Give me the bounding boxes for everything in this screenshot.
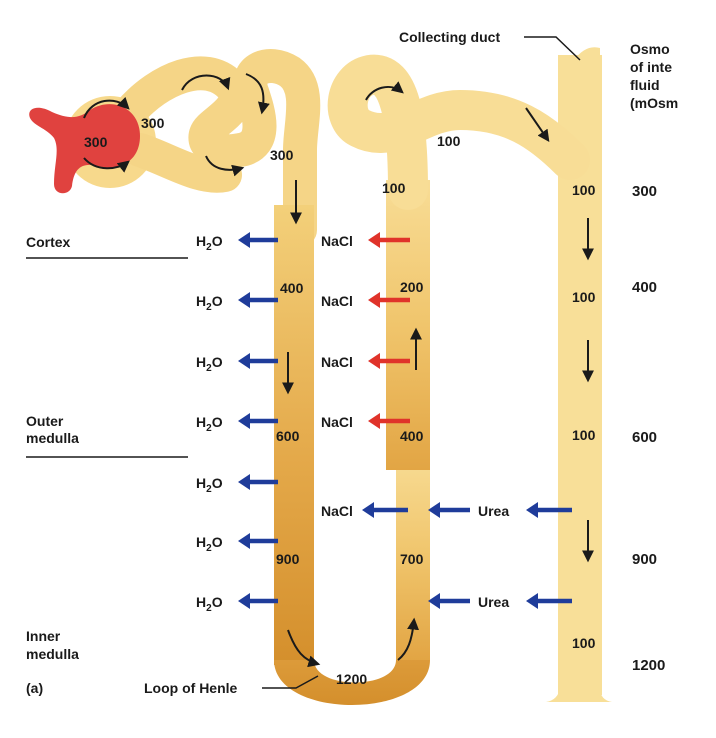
- inner-medulla-label-1: Inner: [26, 628, 61, 644]
- osmolarity-title-3: fluid: [630, 77, 660, 93]
- nacl-label: NaCl: [321, 414, 353, 430]
- interstitial-scale: 300 400 600 900 1200: [632, 183, 665, 674]
- glomerulus-value: 300: [84, 134, 108, 150]
- ascending-400-value: 400: [400, 428, 424, 444]
- collecting-duct-callout: Collecting duct: [399, 29, 581, 61]
- urea-upper-label: Urea: [478, 503, 509, 519]
- descending-400-value: 400: [280, 280, 304, 296]
- osmolarity-header: Osmo of inte fluid (mOsm: [630, 41, 678, 111]
- flow-arrows: [83, 73, 594, 668]
- collecting-duct-label: Collecting duct: [399, 29, 500, 45]
- water-label: H2O: [196, 534, 223, 554]
- nacl-label: NaCl: [321, 233, 353, 249]
- water-outflow: H2O H2O H2O H2O H2O H2O H2O: [196, 232, 278, 614]
- osmolarity-title-4: (mOsm: [630, 95, 678, 111]
- panel-label: (a): [26, 680, 43, 696]
- nacl-arrow: NaCl: [321, 232, 410, 249]
- nacl-arrow: NaCl: [321, 353, 410, 370]
- descending-600-value: 600: [276, 428, 300, 444]
- collecting-duct-value-4: 100: [572, 635, 596, 651]
- scale-value-300: 300: [632, 183, 657, 200]
- loop-bottom-value: 1200: [336, 671, 367, 687]
- outer-medulla-label-2: medulla: [26, 430, 79, 446]
- water-arrow: H2O: [196, 353, 278, 374]
- water-label: H2O: [196, 233, 223, 253]
- nacl-arrow: NaCl: [321, 413, 410, 430]
- scale-value-900: 900: [632, 551, 657, 568]
- cortex-label: Cortex: [26, 234, 71, 250]
- water-arrow: H2O: [196, 292, 278, 313]
- collecting-duct-value-1: 100: [572, 182, 596, 198]
- scale-value-600: 600: [632, 429, 657, 446]
- water-arrow: H2O: [196, 533, 278, 554]
- water-arrow: H2O: [196, 474, 278, 495]
- distal-top-value: 100: [437, 133, 461, 149]
- water-label: H2O: [196, 475, 223, 495]
- water-label: H2O: [196, 594, 223, 614]
- descending-900-value: 900: [276, 551, 300, 567]
- proximal-value: 300: [270, 147, 294, 163]
- ascending-700-value: 700: [400, 551, 424, 567]
- osmolarity-title-1: Osmo: [630, 41, 670, 57]
- urea-lower-label: Urea: [478, 594, 509, 610]
- loop-of-henle-callout: Loop of Henle: [144, 675, 319, 696]
- collecting-duct-value-3: 100: [572, 427, 596, 443]
- ascending-top-value: 100: [382, 180, 406, 196]
- ascending-200-value: 200: [400, 279, 424, 295]
- water-label: H2O: [196, 354, 223, 374]
- scale-value-400: 400: [632, 279, 657, 296]
- water-arrow: H2O: [196, 593, 278, 614]
- glomerulus: 300: [29, 104, 140, 194]
- nacl-label: NaCl: [321, 293, 353, 309]
- collecting-duct-value-2: 100: [572, 289, 596, 305]
- loop-of-henle-label: Loop of Henle: [144, 680, 238, 696]
- nacl-label: NaCl: [321, 354, 353, 370]
- bowman-value: 300: [141, 115, 165, 131]
- outer-medulla-label-1: Outer: [26, 413, 64, 429]
- nacl-lower-label: NaCl: [321, 503, 353, 519]
- scale-value-1200: 1200: [632, 657, 665, 674]
- tubule-values: 300 300 100 100 400 600 900 200 400 700 …: [141, 115, 596, 687]
- water-label: H2O: [196, 414, 223, 434]
- water-arrow: H2O: [196, 413, 278, 434]
- inner-medulla-label-2: medulla: [26, 646, 79, 662]
- water-arrow: H2O: [196, 232, 278, 253]
- nacl-lower: NaCl: [321, 502, 408, 519]
- water-label: H2O: [196, 293, 223, 313]
- nacl-arrow: NaCl: [321, 292, 410, 309]
- osmolarity-title-2: of inte: [630, 59, 672, 75]
- urea-flow-lower: Urea: [428, 593, 572, 610]
- urea-flow-upper: Urea: [428, 502, 572, 519]
